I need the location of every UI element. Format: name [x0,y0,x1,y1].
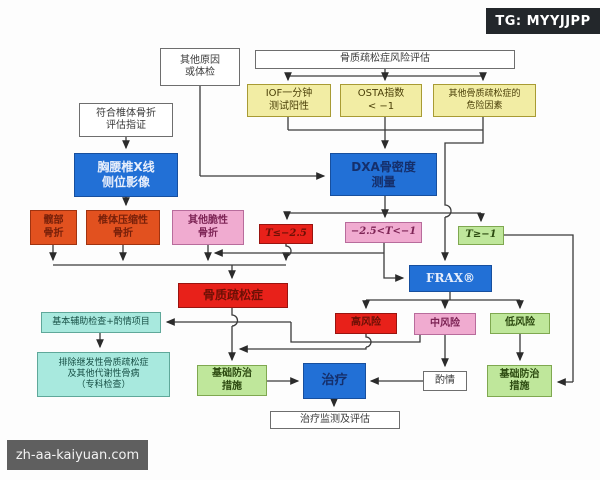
node-frax: FRAX® [409,265,492,292]
node-t-above-minus1: T≥−1 [458,226,504,245]
node-monitoring: 治疗监测及评估 [270,411,400,429]
node-spine-xray: 胸腰椎X线 侧位影像 [74,153,178,197]
node-iof-test: IOF一分钟 测试阳性 [247,84,331,117]
node-dxa-bmd: DXA骨密度 测量 [330,153,437,196]
node-t-below-minus2_5: T≤−2.5 [259,224,313,244]
node-other-fragility-fracture: 其他脆性 骨折 [172,210,244,245]
node-exclude-secondary: 排除继发性骨质疏松症 及其他代谢性骨病 （专科检查） [37,352,170,397]
node-basic-exam: 基本辅助检查+酌情项目 [41,312,161,333]
node-hip-fracture: 髋部 骨折 [30,210,77,245]
node-other-cause: 其他原因 或体检 [160,48,240,86]
node-discretion: 酌情 [423,371,467,391]
node-risk-assessment: 骨质疏松症风险评估 [255,50,515,69]
tg-badge: TG: MYYJJPP [486,8,600,34]
node-basic-measures-right: 基础防治 措施 [487,365,552,397]
node-osteoporosis: 骨质疏松症 [178,283,288,308]
node-other-risk-factors: 其他骨质疏松症的 危险因素 [433,84,536,117]
node-mid-risk: 中风险 [414,313,476,335]
node-basic-measures-left: 基础防治 措施 [197,365,267,396]
node-osta-index: OSTA指数 < −1 [340,84,422,117]
node-treatment: 治疗 [303,363,366,399]
node-high-risk: 高风险 [335,313,397,334]
node-t-between: −2.5<T<−1 [345,222,422,243]
node-vertebral-compression-fracture: 椎体压缩性 骨折 [86,210,160,245]
watermark-badge: zh-aa-kaiyuan.com [7,440,148,470]
node-low-risk: 低风险 [490,313,550,334]
node-vertebral-indication: 符合椎体骨折 评估指证 [79,103,173,137]
